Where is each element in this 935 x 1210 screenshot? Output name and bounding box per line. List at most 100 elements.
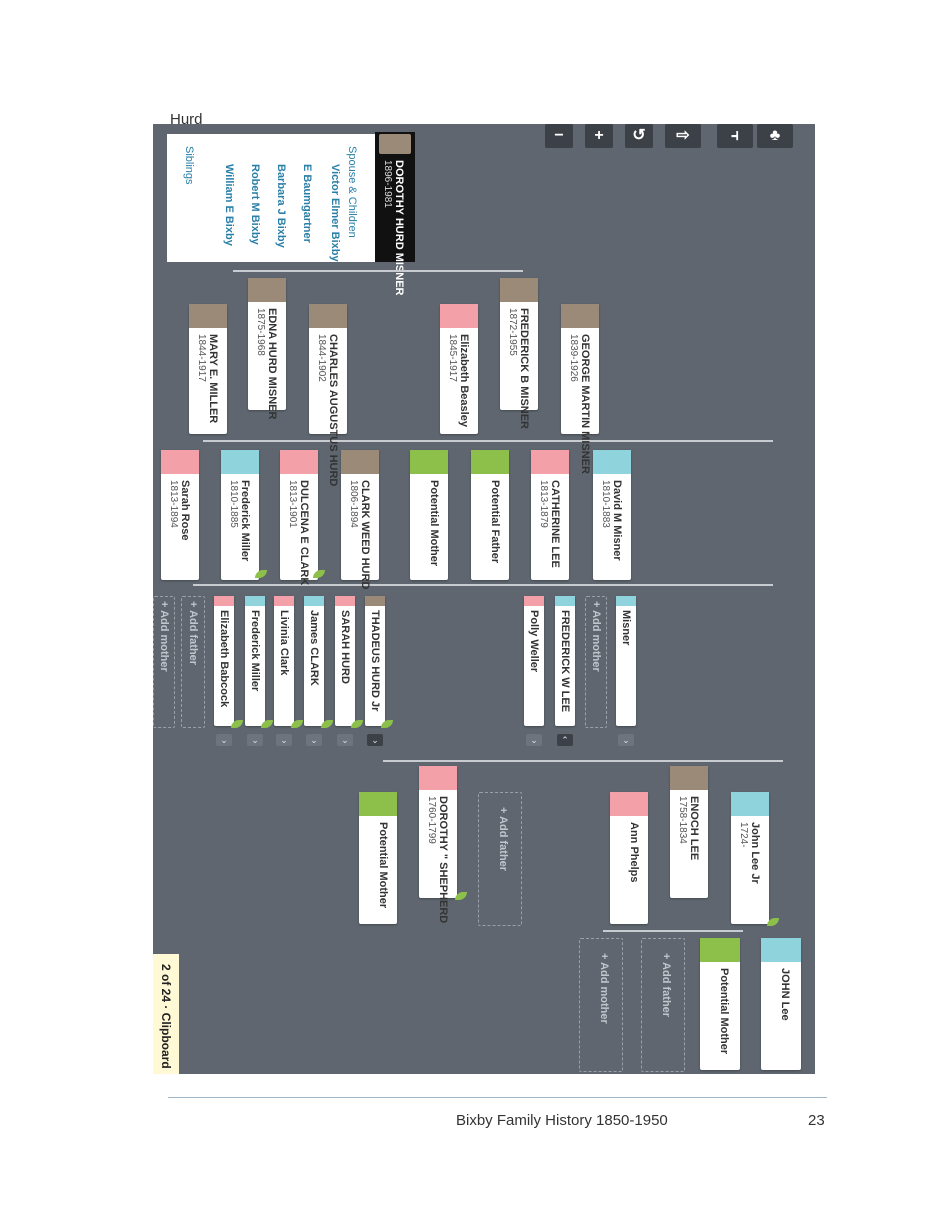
child-link[interactable]: Robert M Bixby [249, 164, 261, 245]
potential-silhouette-icon [410, 450, 448, 474]
person-card[interactable]: Potential Mother [359, 792, 397, 924]
person-card[interactable]: James CLARK [304, 596, 324, 726]
person-card[interactable]: JOHN Lee [761, 938, 801, 1070]
person-name: EDNA HURD MISNER [266, 308, 278, 420]
person-card[interactable]: Potential Mother [410, 450, 448, 580]
person-name: Misner [620, 610, 632, 646]
add-person-slot[interactable]: + Add father [478, 792, 522, 926]
tree-connector [203, 440, 773, 442]
chevron-down-icon[interactable]: ⌄ [216, 734, 232, 746]
person-card[interactable]: FREDERICK W LEE [555, 596, 575, 726]
female-silhouette-icon [214, 596, 234, 606]
chevron-down-icon[interactable]: ⌄ [618, 734, 634, 746]
siblings-link[interactable]: Siblings [183, 146, 195, 185]
zoom-out-button[interactable]: − [545, 124, 573, 148]
hint-leaf-icon[interactable] [291, 720, 303, 728]
hint-leaf-icon[interactable] [321, 720, 333, 728]
male-silhouette-icon [555, 596, 575, 606]
page-header-title: Hurd [170, 111, 203, 128]
person-name: THADEUS HURD Jr [369, 610, 381, 712]
chevron-down-icon[interactable]: ⌄ [276, 734, 292, 746]
footer-divider [168, 1097, 827, 1098]
person-dates: 1760-1799 [426, 796, 437, 844]
male-silhouette-icon [221, 450, 259, 474]
person-card[interactable]: Elizabeth Babcock [214, 596, 234, 726]
person-card[interactable]: Polly Weller [524, 596, 544, 726]
chevron-down-icon[interactable]: ⌄ [526, 734, 542, 746]
hint-leaf-icon[interactable] [255, 570, 267, 578]
person-card[interactable]: Livinia Clark [274, 596, 294, 726]
person-card[interactable]: THADEUS HURD Jr [365, 596, 385, 726]
person-card[interactable]: Frederick Miller [245, 596, 265, 726]
hint-leaf-icon[interactable] [455, 892, 467, 900]
spouse-link[interactable]: Victor Elmer Bixby [329, 164, 341, 262]
person-name: JOHN Lee [779, 968, 791, 1021]
hint-leaf-icon[interactable] [313, 570, 325, 578]
female-silhouette-icon [524, 596, 544, 606]
hint-leaf-icon[interactable] [767, 918, 779, 926]
add-person-label: + Add father [187, 601, 199, 666]
hint-leaf-icon[interactable] [231, 720, 243, 728]
spouse-children-heading[interactable]: Spouse & Children [346, 146, 358, 238]
zoom-in-button[interactable]: + [585, 124, 613, 148]
chevron-down-icon[interactable]: ⌄ [367, 734, 383, 746]
focus-person-card[interactable]: DOROTHY HURD MISNER 1896-1981 [375, 132, 415, 295]
hint-leaf-icon[interactable] [261, 720, 273, 728]
focus-person-name: DOROTHY HURD MISNER [393, 160, 405, 296]
export-icon[interactable]: ⇨ [665, 124, 701, 148]
person-card[interactable]: Misner [616, 596, 636, 726]
person-name: CLARK WEED HURD [359, 480, 371, 590]
hint-leaf-icon[interactable] [351, 720, 363, 728]
child-link[interactable]: William E Bixby [223, 164, 235, 246]
chevron-up-icon[interactable]: ⌃ [557, 734, 573, 746]
clipboard-tab[interactable]: 2 of 24 · Clipboard [153, 954, 179, 1074]
person-card[interactable]: Ann Phelps [610, 792, 648, 924]
child-link[interactable]: Barbara J Bixby [275, 164, 287, 248]
chevron-down-icon[interactable]: ⌄ [337, 734, 353, 746]
add-person-slot[interactable]: + Add mother [579, 938, 623, 1072]
child-link[interactable]: E Baumgartner [301, 164, 313, 243]
tree-connector [193, 584, 773, 586]
refresh-icon[interactable]: ↺ [625, 124, 653, 148]
add-person-slot[interactable]: + Add mother [585, 596, 607, 728]
potential-silhouette-icon [700, 938, 740, 962]
person-name: CHARLES AUGUSTUS HURD [327, 334, 339, 487]
female-silhouette-icon [161, 450, 199, 474]
add-person-slot[interactable]: + Add father [181, 596, 205, 728]
chevron-down-icon[interactable]: ⌄ [306, 734, 322, 746]
person-photo [189, 304, 227, 328]
descendancy-view-icon[interactable]: ♣ [757, 124, 793, 148]
person-name: Potential Mother [718, 968, 730, 1055]
person-card[interactable]: Potential Father [471, 450, 509, 580]
chevron-down-icon[interactable]: ⌄ [247, 734, 263, 746]
person-dates: 1806-1894 [348, 480, 359, 528]
potential-silhouette-icon [359, 792, 397, 816]
add-person-label: + Add mother [590, 601, 602, 672]
person-card[interactable]: Potential Mother [700, 938, 740, 1070]
person-dates: 1875-1968 [255, 308, 266, 356]
person-card[interactable]: SARAH HURD [335, 596, 355, 726]
add-person-slot[interactable]: + Add father [641, 938, 685, 1072]
person-photo [365, 596, 385, 606]
add-person-slot[interactable]: + Add mother [153, 596, 175, 728]
person-name: FREDERICK B MISNER [518, 308, 530, 430]
person-name: GEORGE MARTIN MISNER [579, 334, 591, 474]
pedigree-view-icon[interactable]: ⫞ [717, 124, 753, 148]
add-person-label: + Add father [497, 807, 509, 872]
hint-leaf-icon[interactable] [381, 720, 393, 728]
